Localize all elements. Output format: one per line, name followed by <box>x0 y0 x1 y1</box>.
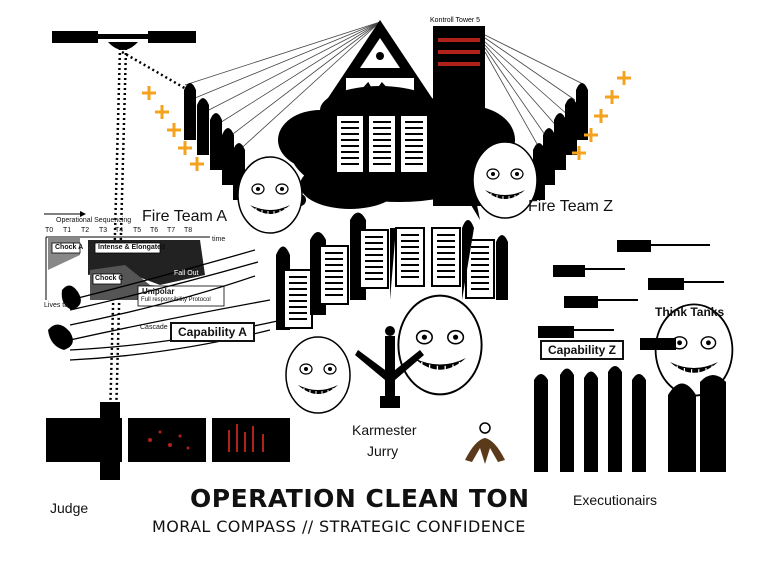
capability-a-box: Capability A <box>170 322 255 342</box>
judge-panels <box>46 402 290 480</box>
face-bottom-left <box>285 336 351 414</box>
karmester-label: Karmester <box>352 422 417 438</box>
tower-label: Kontroll Tower 5 <box>430 17 480 24</box>
diagram-heading: Operational Sequencing <box>56 217 132 224</box>
missile-battery-left <box>184 83 245 200</box>
time-tick: T7 <box>167 227 176 234</box>
signal-dotted-lines <box>108 47 189 419</box>
page-title: OPERATION CLEAN TON <box>190 484 530 513</box>
face-left-top <box>237 156 303 234</box>
lives-axis-label: Lives ta <box>44 302 69 309</box>
chock-c-label: Chock C <box>95 275 124 282</box>
time-axis-label: time <box>212 236 226 243</box>
think-tanks-label: Think Tanks <box>655 305 725 319</box>
fire-team-a-label: Fire Team A <box>142 208 228 225</box>
tower-rays <box>184 21 586 159</box>
intense-label: Intense & Elongated <box>98 244 166 251</box>
page-subtitle: MORAL COMPASS // STRATEGIC CONFIDENCE <box>152 517 526 536</box>
plus-markers-left <box>142 86 204 171</box>
time-tick: T6 <box>150 227 159 234</box>
chock-a-label: Chock A <box>55 244 84 251</box>
judge-label: Judge <box>50 500 89 516</box>
time-tick: T0 <box>45 227 54 234</box>
unipolar-sub-label: Full responsibility Protocol <box>141 297 211 303</box>
plus-markers-right <box>572 71 631 160</box>
face-bottom-center <box>397 294 483 396</box>
executioner-pillars <box>534 366 726 472</box>
time-tick: T4 <box>115 227 124 234</box>
cloud-windows <box>335 114 429 174</box>
executionairs-label: Executionairs <box>573 492 658 508</box>
karmester-figure-icon <box>355 326 424 408</box>
fire-team-z-label: Fire Team Z <box>528 198 614 215</box>
city-cluster <box>276 212 508 330</box>
time-tick: T1 <box>63 227 72 234</box>
claw-icon <box>465 422 505 464</box>
time-tick: T3 <box>99 227 108 234</box>
unipolar-label: Unipolar <box>142 287 175 296</box>
diagram-bottom-note: Cascade <box>140 324 168 331</box>
time-tick: T5 <box>133 227 142 234</box>
time-tick: T2 <box>81 227 90 234</box>
time-tick: T8 <box>184 227 193 234</box>
capability-z-box: Capability Z <box>540 340 625 360</box>
fall-out-label: Fall Out <box>174 270 199 277</box>
jurry-label: Jurry <box>367 443 399 459</box>
satellite-bar-icon <box>52 31 196 50</box>
redacted-bars <box>538 240 724 350</box>
missile-battery-right <box>533 83 588 200</box>
operational-diagram <box>44 211 225 350</box>
